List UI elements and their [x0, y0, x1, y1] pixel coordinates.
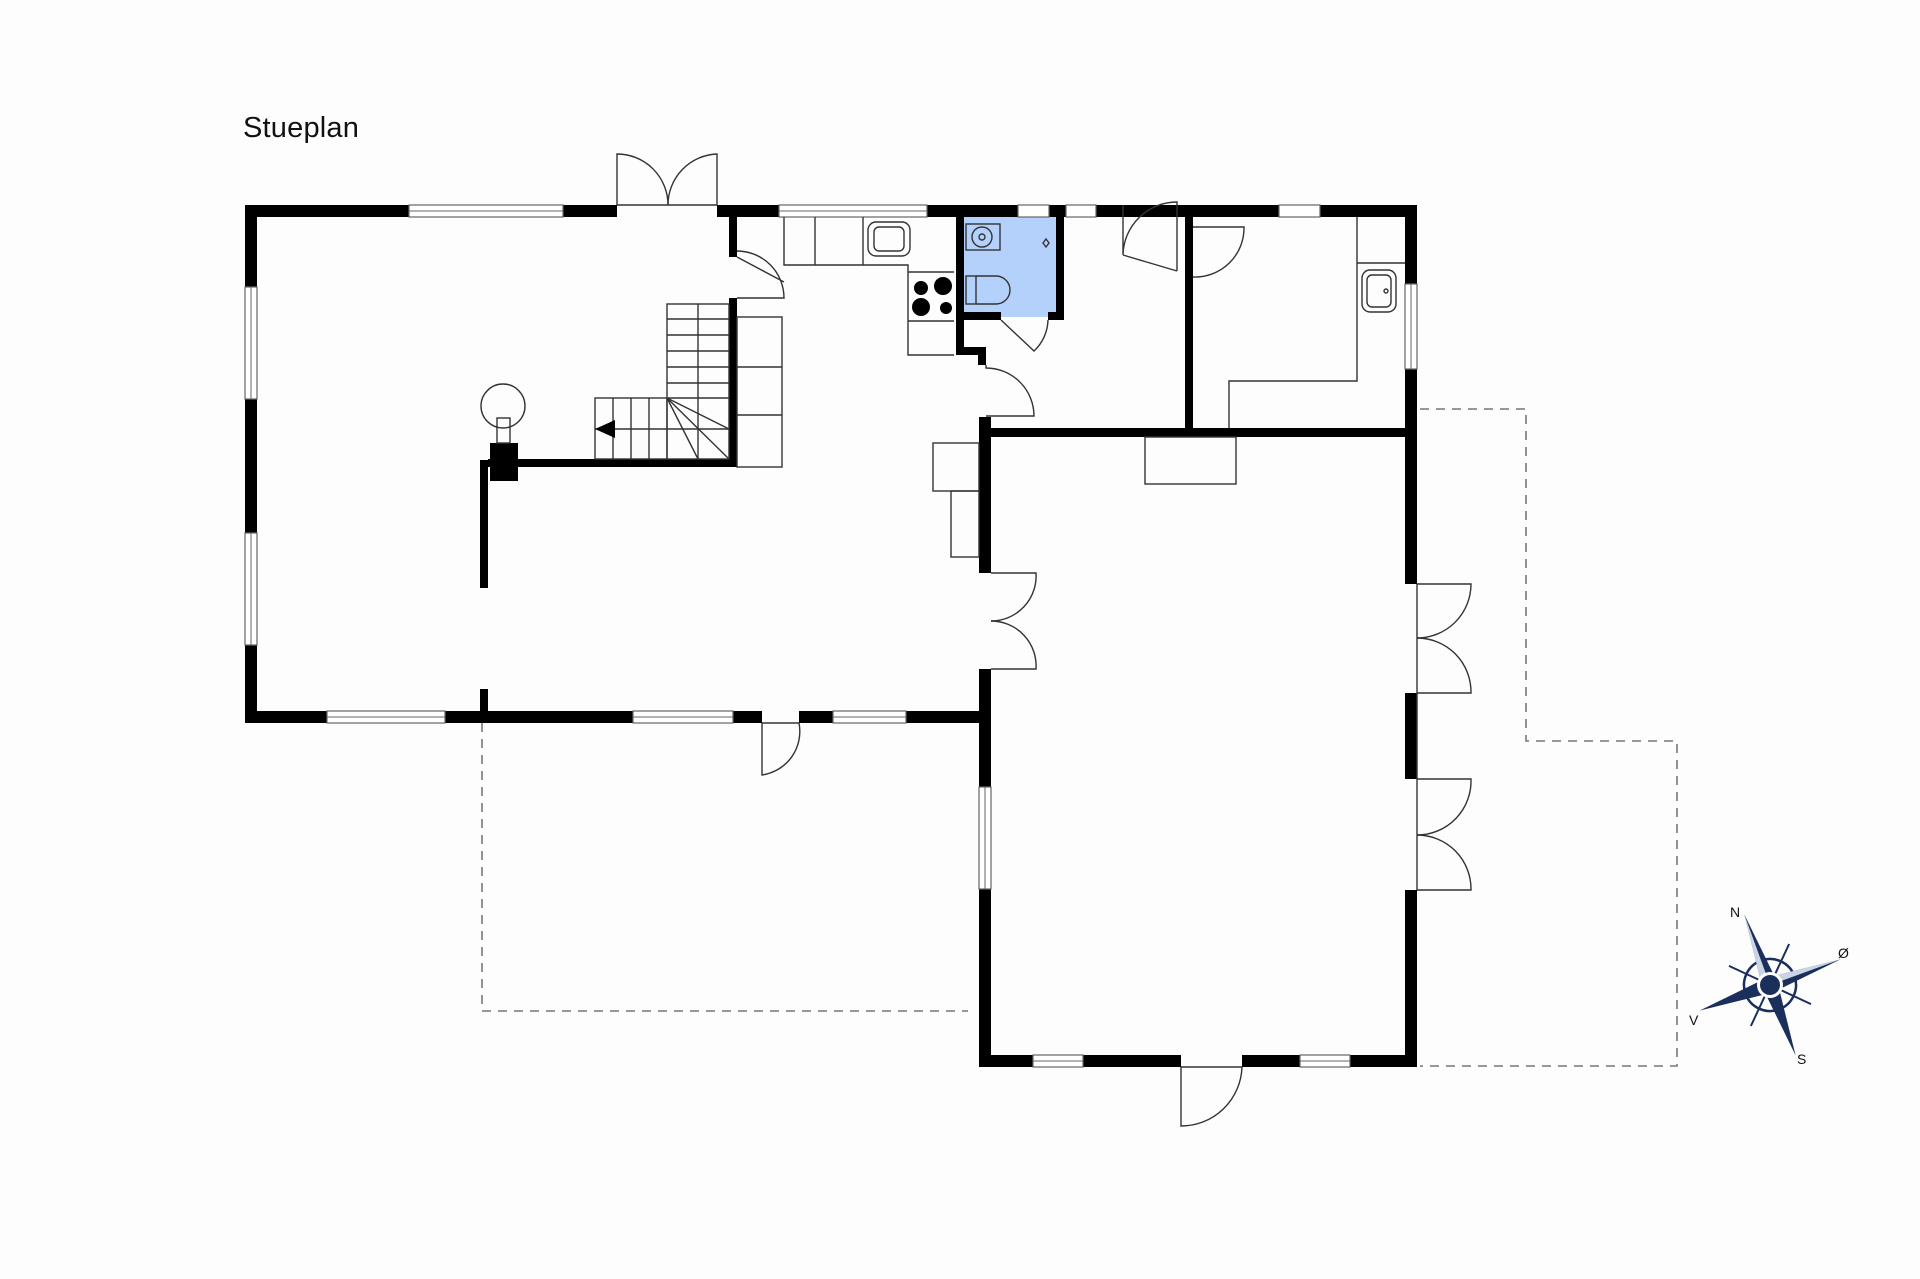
- compass-east-label: Ø: [1838, 945, 1849, 961]
- utility-fixtures: [1228, 217, 1405, 428]
- terrace-outline-east: [1420, 408, 1678, 1067]
- compass-north-label: N: [1730, 904, 1740, 920]
- large-room-fixtures: [932, 436, 1237, 558]
- stair-direction-arrow-icon: [595, 420, 615, 438]
- toilet-highlight: [964, 217, 1056, 317]
- compass-south-label: S: [1797, 1051, 1806, 1067]
- staircase: [480, 303, 783, 468]
- windows: [244, 204, 1418, 1068]
- compass-west-label: V: [1689, 1012, 1699, 1028]
- compass-rose-icon: [1699, 914, 1841, 1056]
- floor-plan-title: Stueplan: [243, 112, 360, 144]
- toilet-fixtures: [965, 223, 1050, 305]
- walls: [245, 205, 1417, 1067]
- stove-icon: [912, 277, 952, 316]
- kitchen-counters: [783, 217, 954, 356]
- terrace-outline-west: [481, 723, 968, 1012]
- doors: [616, 153, 1472, 1127]
